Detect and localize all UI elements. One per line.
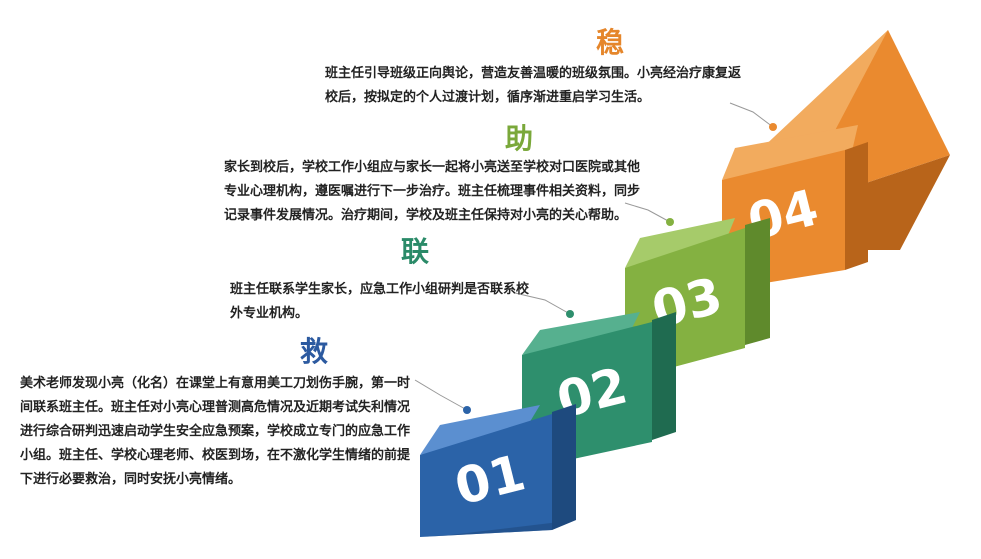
- step-02-title: 联: [401, 235, 430, 268]
- connector-dots: [463, 123, 777, 414]
- step-01-top: [420, 405, 540, 455]
- step-03-title: 助: [505, 122, 534, 155]
- arrow-head-top: [758, 30, 895, 152]
- step-01-title: 救: [300, 335, 329, 368]
- step-04-side: [845, 142, 868, 270]
- step-01: 01: [420, 404, 576, 537]
- step-02-top: [522, 312, 640, 355]
- connector-dot-02: [566, 310, 574, 318]
- step-01-description: 美术老师发现小亮（化名）在课堂上有意用美工刀划伤手腕，第一时间联系班主任。班主任…: [20, 376, 411, 487]
- step-01-side: [552, 404, 576, 530]
- connector-line-04: [729, 102, 774, 128]
- connector-line-01: [414, 379, 468, 411]
- step-03-description: 家长到校后，学校工作小组应与家长一起将小亮送至学校对口医院或其他专业心理机构，遵…: [224, 160, 641, 223]
- step-03-side: [745, 218, 770, 345]
- step-04-title: 稳: [596, 26, 625, 59]
- step-04-description: 班主任引导班级正向舆论，营造友善温暖的班级氛围。小亮经治疗康复返校后，按拟定的个…: [325, 66, 742, 105]
- step-01-bottom-shade: [420, 520, 576, 537]
- step-01-front: [420, 414, 552, 537]
- connector-dot-01: [463, 406, 471, 414]
- step-03-top: [625, 218, 735, 268]
- step-04-top: [722, 125, 858, 180]
- connector-dot-03: [666, 218, 674, 226]
- connector-line-03: [624, 202, 671, 223]
- connector-lines: [414, 102, 774, 411]
- step-02-description: 班主任联系学生家长，应急工作小组研判是否联系校外专业机构。: [230, 282, 530, 321]
- connector-line-02: [514, 292, 571, 315]
- connector-dot-04: [769, 123, 777, 131]
- step-02-side: [652, 312, 676, 440]
